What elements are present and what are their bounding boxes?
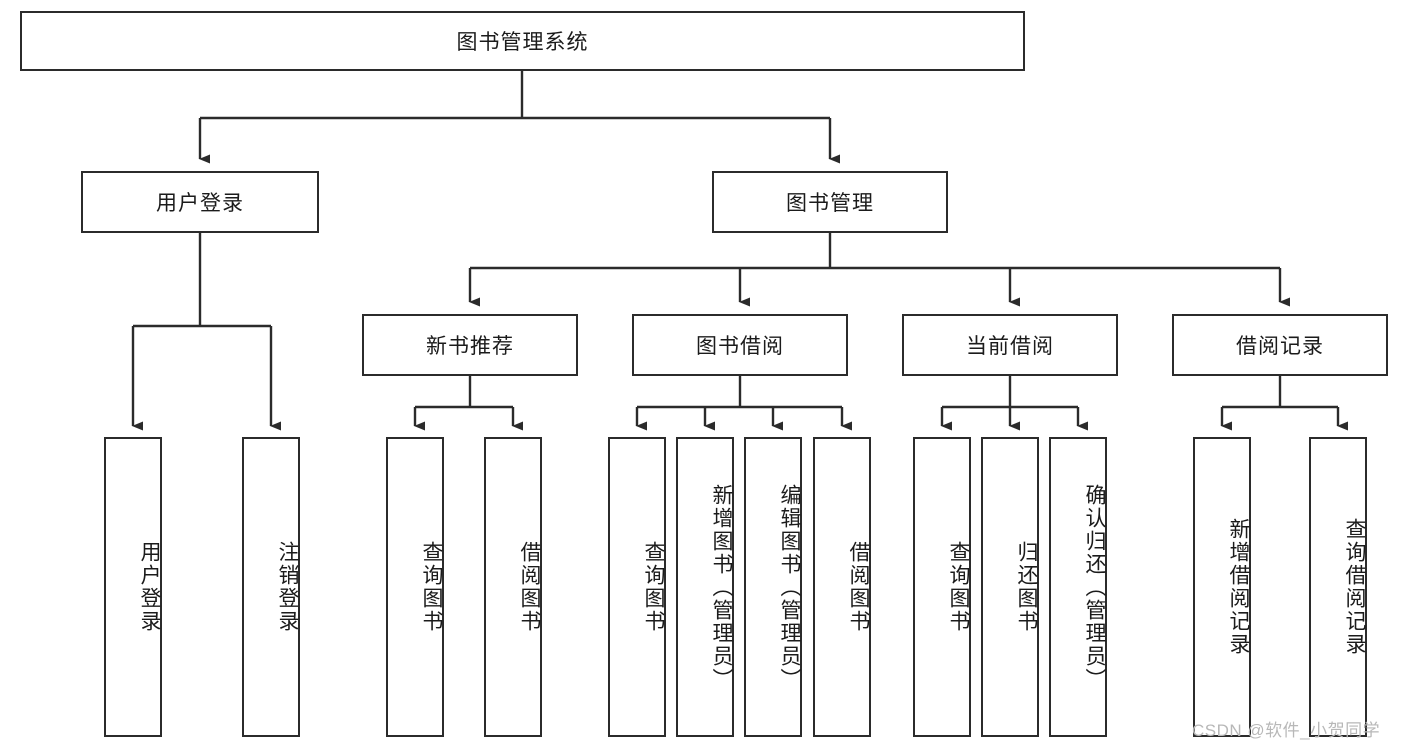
leaf-add-book-label: 新增图书（管理员） [710, 483, 733, 691]
node-book-manage[interactable]: 图书管理 [712, 171, 948, 233]
node-new-book-recommend-label: 新书推荐 [426, 335, 514, 358]
leaf-query-book-1[interactable]: 查询图书 [386, 437, 444, 737]
leaf-user-logout-label: 注销登录 [276, 541, 299, 633]
leaf-query-record[interactable]: 查询借阅记录 [1309, 437, 1367, 737]
node-new-book-recommend[interactable]: 新书推荐 [362, 314, 578, 376]
watermark: CSDN @软件_小贺同学 [1192, 721, 1381, 740]
leaf-query-book-2[interactable]: 查询图书 [608, 437, 666, 737]
leaf-user-logout[interactable]: 注销登录 [242, 437, 300, 737]
node-book-manage-label: 图书管理 [786, 192, 874, 215]
leaf-query-book-3-label: 查询图书 [947, 541, 970, 633]
leaf-add-record[interactable]: 新增借阅记录 [1193, 437, 1251, 737]
node-book-borrow[interactable]: 图书借阅 [632, 314, 848, 376]
leaf-query-book-1-label: 查询图书 [420, 541, 443, 633]
leaf-query-book-3[interactable]: 查询图书 [913, 437, 971, 737]
leaf-return-book[interactable]: 归还图书 [981, 437, 1039, 737]
leaf-confirm-return-label: 确认归还（管理员） [1083, 483, 1106, 691]
node-current-borrow-label: 当前借阅 [966, 335, 1054, 358]
node-user-login[interactable]: 用户登录 [81, 171, 319, 233]
node-borrow-record[interactable]: 借阅记录 [1172, 314, 1388, 376]
node-user-login-label: 用户登录 [156, 192, 244, 215]
node-root-label: 图书管理系统 [456, 31, 589, 54]
node-root[interactable]: 图书管理系统 [20, 11, 1025, 71]
leaf-user-login-label: 用户登录 [138, 541, 161, 633]
leaf-borrow-book-2-label: 借阅图书 [847, 541, 870, 633]
node-current-borrow[interactable]: 当前借阅 [902, 314, 1118, 376]
leaf-confirm-return[interactable]: 确认归还（管理员） [1049, 437, 1107, 737]
leaf-query-record-label: 查询借阅记录 [1343, 518, 1366, 656]
leaf-add-book[interactable]: 新增图书（管理员） [676, 437, 734, 737]
leaf-return-book-label: 归还图书 [1015, 541, 1038, 633]
leaf-query-book-2-label: 查询图书 [642, 541, 665, 633]
leaf-edit-book-label: 编辑图书（管理员） [778, 483, 801, 691]
node-borrow-record-label: 借阅记录 [1236, 335, 1324, 358]
leaf-borrow-book-2[interactable]: 借阅图书 [813, 437, 871, 737]
leaf-borrow-book-1-label: 借阅图书 [518, 541, 541, 633]
leaf-borrow-book-1[interactable]: 借阅图书 [484, 437, 542, 737]
leaf-edit-book[interactable]: 编辑图书（管理员） [744, 437, 802, 737]
leaf-add-record-label: 新增借阅记录 [1227, 518, 1250, 656]
leaf-user-login[interactable]: 用户登录 [104, 437, 162, 737]
node-book-borrow-label: 图书借阅 [696, 335, 784, 358]
